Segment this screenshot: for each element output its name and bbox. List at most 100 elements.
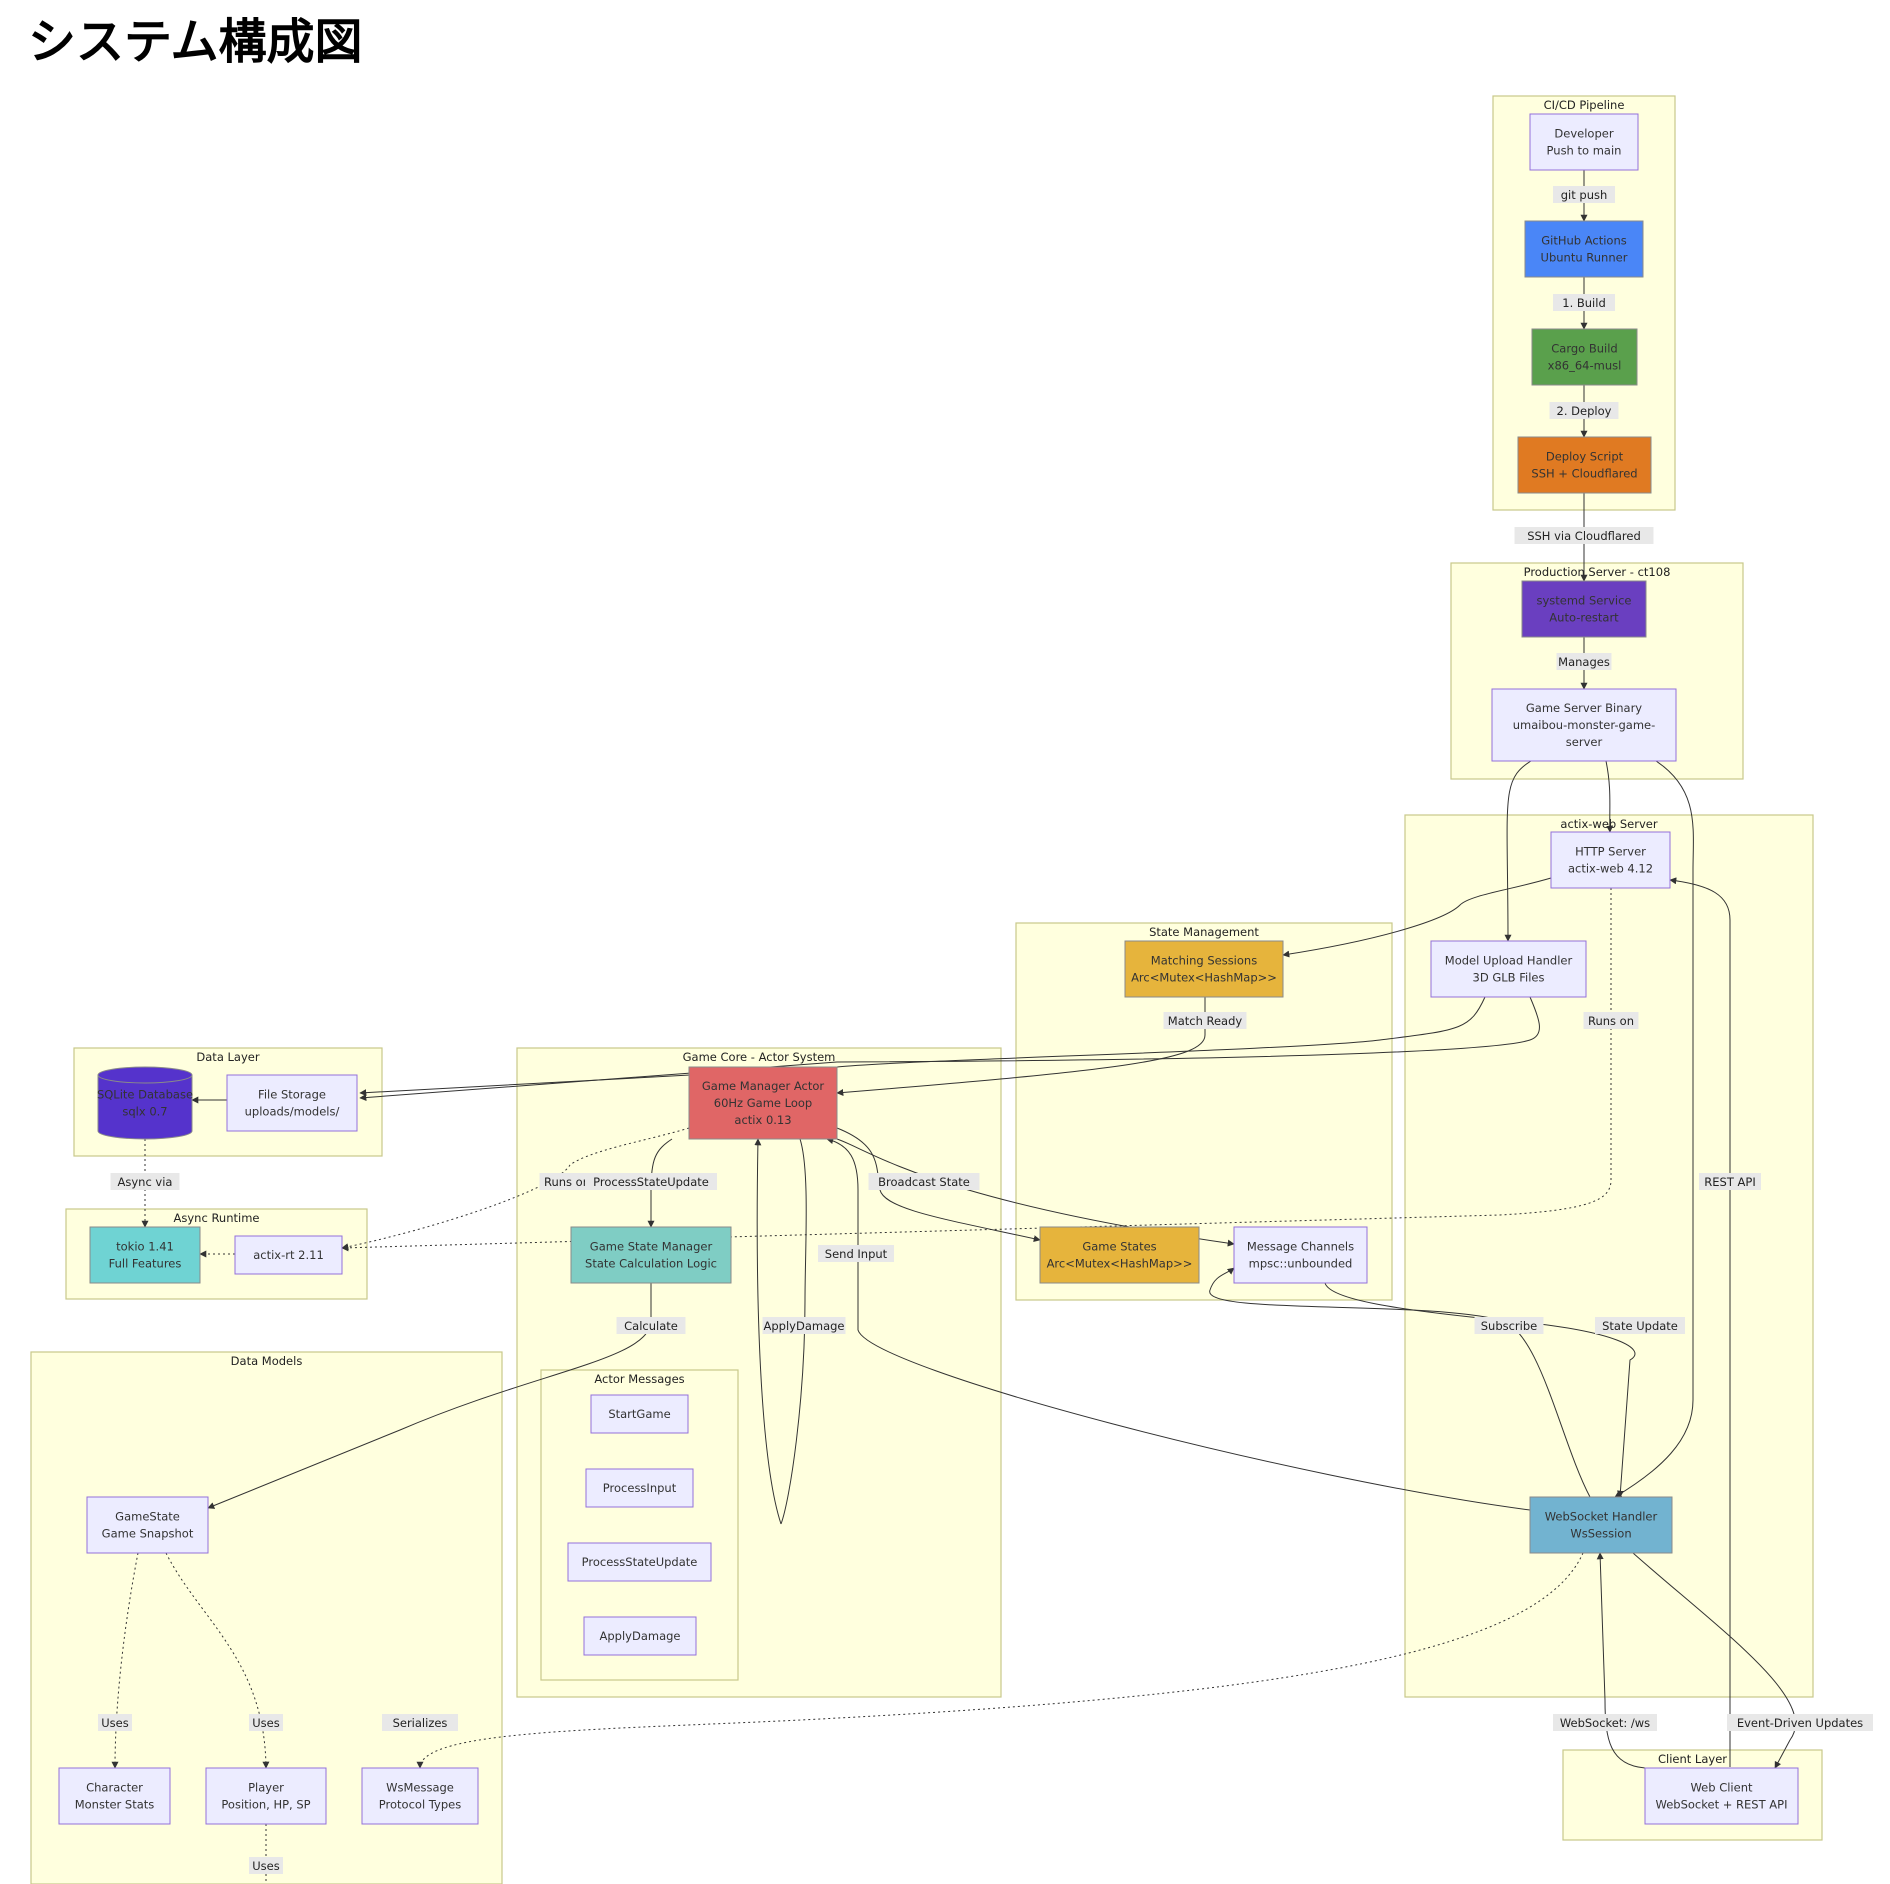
node-text: Arc<Mutex<HashMap>> <box>1131 971 1277 985</box>
edge-label-send-input: Send Input <box>818 1245 894 1262</box>
connector-edge <box>1605 760 1614 833</box>
edge-label-text: Calculate <box>624 1319 678 1333</box>
edge-label-text: Async via <box>118 1175 173 1189</box>
node-text: x86_64-musl <box>1548 359 1622 373</box>
edge-label-ssh: SSH via Cloudflared <box>1514 527 1654 544</box>
group-label: Async Runtime <box>174 1211 260 1225</box>
edge-label-text: Send Input <box>825 1247 888 1261</box>
group-label: CI/CD Pipeline <box>1544 98 1625 112</box>
node-text: Game State Manager <box>590 1240 713 1254</box>
edge-label-event-driven: Event-Driven Updates <box>1727 1714 1873 1731</box>
edge-label-async-via: Async via <box>110 1173 180 1190</box>
node-text: GitHub Actions <box>1541 234 1627 248</box>
node-text: sqlx 0.7 <box>122 1105 167 1119</box>
group-label: actix-web Server <box>1560 817 1657 831</box>
edge-label-text: SSH via Cloudflared <box>1527 529 1641 543</box>
connector-edge <box>1282 877 1552 958</box>
node-text: ProcessInput <box>603 1481 677 1495</box>
edge-label-text: Manages <box>1558 655 1610 669</box>
node-text: Cargo Build <box>1551 342 1617 356</box>
connector-edge <box>1596 1552 1646 1769</box>
node-text: Game Server Binary <box>1526 701 1642 715</box>
edge-label-subscribe: Subscribe <box>1474 1317 1544 1334</box>
edge-label-uses-1: Uses <box>98 1714 132 1731</box>
node-text: WsMessage <box>386 1781 454 1795</box>
node-text: Model Upload Handler <box>1445 954 1573 968</box>
node-text: Protocol Types <box>379 1798 461 1812</box>
edge-label-text: Uses <box>101 1716 128 1730</box>
node-text: GameState <box>115 1510 180 1524</box>
node-actixrt[interactable]: actix-rt 2.11 <box>234 1235 343 1275</box>
connector-edge <box>826 1137 1531 1511</box>
node-text: Developer <box>1554 127 1613 141</box>
edge-label-text: 2. Deploy <box>1557 404 1612 418</box>
node-text: Matching Sessions <box>1151 954 1257 968</box>
node-text: Game Snapshot <box>102 1527 194 1541</box>
edge-label-text: Broadcast State <box>878 1175 970 1189</box>
edge-label-text: Runs on <box>544 1175 590 1189</box>
node-text: WsSession <box>1570 1527 1631 1541</box>
node-upload[interactable]: Model Upload Handler 3D GLB Files <box>1430 940 1587 998</box>
node-text: 60Hz Game Loop <box>714 1096 812 1110</box>
node-text: actix-web 4.12 <box>1568 862 1653 876</box>
node-startgame[interactable]: StartGame <box>590 1394 689 1434</box>
node-applydamage[interactable]: ApplyDamage <box>583 1616 697 1656</box>
node-binary[interactable]: Game Server Binary umaibou-monster-game-s… <box>1491 688 1677 762</box>
edge-label-text: Uses <box>252 1716 279 1730</box>
page-title: システム構成図 <box>28 14 363 70</box>
edge-label-text: 1. Build <box>1562 296 1606 310</box>
node-text: server <box>1566 735 1603 749</box>
connector-edge <box>341 888 1612 1252</box>
node-text: WebSocket Handler <box>1545 1510 1658 1524</box>
node-text: SSH + Cloudflared <box>1531 467 1637 481</box>
node-cargo[interactable]: Cargo Build x86_64-musl <box>1531 328 1638 386</box>
node-processinput[interactable]: ProcessInput <box>585 1468 694 1508</box>
connector-edge <box>416 1552 1584 1769</box>
connector-edge <box>1504 760 1532 942</box>
edge-label-text: State Update <box>1602 1319 1678 1333</box>
node-text: HTTP Server <box>1575 845 1646 859</box>
connector-edge <box>836 1127 1041 1243</box>
group-label: Game Core - Actor System <box>683 1050 836 1064</box>
node-text: Arc<Mutex<HashMap>> <box>1047 1257 1193 1271</box>
edge-label-match-ready: Match Ready <box>1163 1012 1247 1029</box>
node-text: actix-rt 2.11 <box>253 1248 324 1262</box>
node-text: umaibou-monster-game- <box>1513 718 1656 732</box>
node-text: State Calculation Logic <box>585 1257 717 1271</box>
connector-edge <box>1669 877 1731 1767</box>
connector-edge <box>359 996 1486 1097</box>
node-text: Message Channels <box>1247 1240 1354 1254</box>
node-text: Ubuntu Runner <box>1541 251 1628 265</box>
node-text: Game States <box>1082 1240 1156 1254</box>
edge-label-text: REST API <box>1704 1175 1755 1189</box>
node-sqlite[interactable]: SQLite Database sqlx 0.7 <box>97 1066 193 1140</box>
node-http[interactable]: HTTP Server actix-web 4.12 <box>1550 831 1671 889</box>
edge-label-websocket-ws: WebSocket: /ws <box>1553 1714 1657 1731</box>
node-processstate[interactable]: ProcessStateUpdate <box>567 1542 712 1582</box>
node-text: SQLite Database <box>97 1088 193 1102</box>
node-text: 3D GLB Files <box>1473 971 1545 985</box>
edge-label-git-push: git push <box>1553 186 1615 203</box>
edge-label-text: Runs on <box>1588 1014 1634 1028</box>
edge-label-text: Match Ready <box>1168 1014 1243 1028</box>
node-text: Web Client <box>1690 1781 1753 1795</box>
edge-label-text: git push <box>1561 188 1608 202</box>
